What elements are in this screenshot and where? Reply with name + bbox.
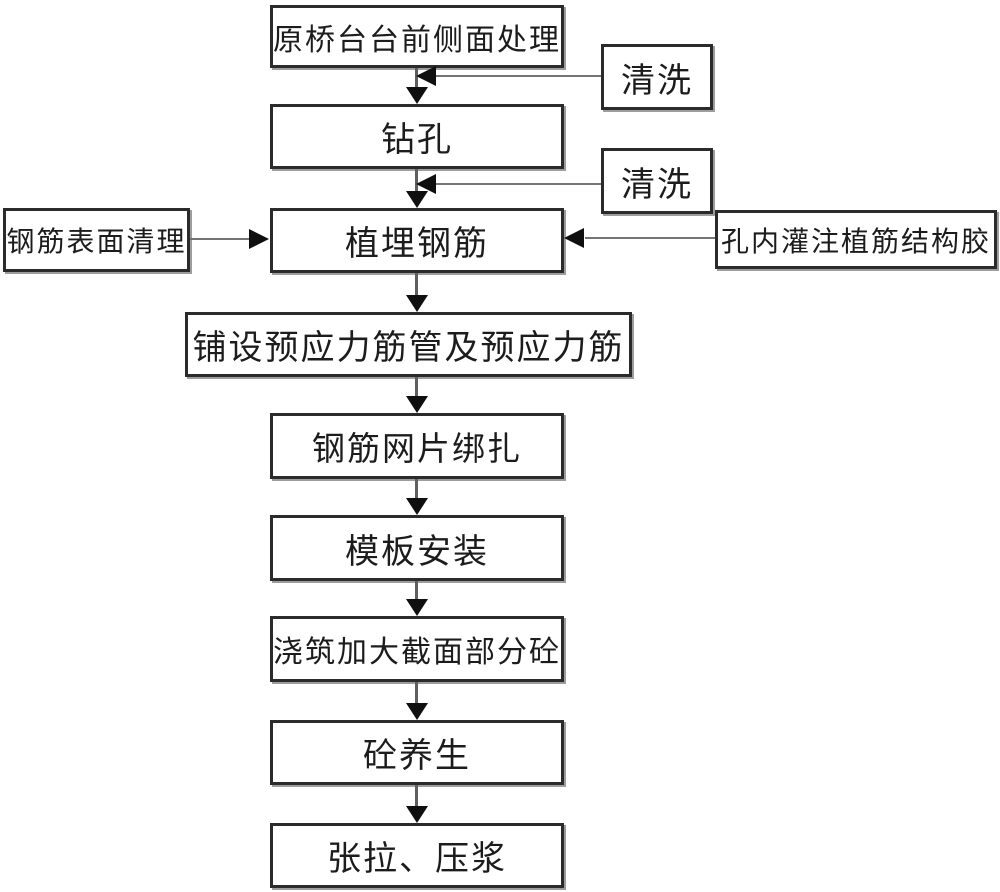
arrowhead-left-wash2 xyxy=(416,174,436,194)
wash-box-2-label: 清洗 xyxy=(621,164,693,205)
arrow-line-step7-step8 xyxy=(415,682,418,704)
rebar-surface-cleaning-label: 钢筋表面清理 xyxy=(6,225,187,258)
arrow-line-step8-step9 xyxy=(415,785,418,807)
step-8-box: 砼养生 xyxy=(270,720,564,785)
wash-box-2: 清洗 xyxy=(601,148,713,214)
step-7-box: 浇筑加大截面部分砼 xyxy=(270,616,564,682)
arrow-line-adhesive xyxy=(585,237,715,239)
step-6-box: 模板安装 xyxy=(270,515,564,581)
rebar-surface-cleaning-box: 钢筋表面清理 xyxy=(3,208,190,272)
arrowhead-down-step2-step3 xyxy=(406,191,428,208)
step-9-label: 张拉、压浆 xyxy=(327,839,507,879)
arrowhead-down-step4-step5 xyxy=(406,396,428,413)
step-4-label: 铺设预应力筋管及预应力筋 xyxy=(192,328,625,368)
arrowhead-down-step1-step2 xyxy=(406,87,428,104)
arrowhead-down-step7-step8 xyxy=(406,703,428,720)
step-6-label: 模板安装 xyxy=(345,531,489,572)
step-7-label: 浇筑加大截面部分砼 xyxy=(273,635,561,670)
step-4-box: 铺设预应力筋管及预应力筋 xyxy=(185,312,632,377)
arrowhead-left-wash1 xyxy=(416,66,436,86)
arrow-line-wash2 xyxy=(436,183,601,185)
step-1-label: 原桥台台前侧面处理 xyxy=(273,22,561,58)
step-3-box: 植埋钢筋 xyxy=(270,208,564,273)
step-1-box: 原桥台台前侧面处理 xyxy=(270,5,564,68)
arrow-line-step3-step4 xyxy=(415,273,418,296)
arrow-line-step5-step6 xyxy=(415,479,418,499)
arrowhead-right-rebar-cleaning xyxy=(249,229,269,249)
step-3-label: 植埋钢筋 xyxy=(345,224,489,264)
arrow-line-step4-step5 xyxy=(415,377,418,397)
arrowhead-down-step6-step7 xyxy=(406,599,428,616)
step-8-label: 砼养生 xyxy=(363,736,471,776)
arrowhead-down-step3-step4 xyxy=(406,295,428,312)
arrow-line-step6-step7 xyxy=(415,581,418,600)
arrowhead-down-step5-step6 xyxy=(406,498,428,515)
arrow-line-rebar-cleaning xyxy=(190,238,250,240)
step-2-box: 钻孔 xyxy=(270,104,564,169)
structural-adhesive-box: 孔内灌注植筋结构胶 xyxy=(715,210,997,269)
arrowhead-down-step8-step9 xyxy=(406,806,428,823)
step-2-label: 钻孔 xyxy=(381,120,453,160)
step-5-box: 钢筋网片绑扎 xyxy=(270,413,564,479)
structural-adhesive-label: 孔内灌注植筋结构胶 xyxy=(720,224,991,258)
arrowhead-left-adhesive xyxy=(564,228,584,248)
step-5-label: 钢筋网片绑扎 xyxy=(312,429,522,468)
arrow-line-wash1 xyxy=(436,75,601,77)
wash-box-1-label: 清洗 xyxy=(621,60,693,101)
wash-box-1: 清洗 xyxy=(601,44,713,110)
step-9-box: 张拉、压浆 xyxy=(270,823,564,888)
